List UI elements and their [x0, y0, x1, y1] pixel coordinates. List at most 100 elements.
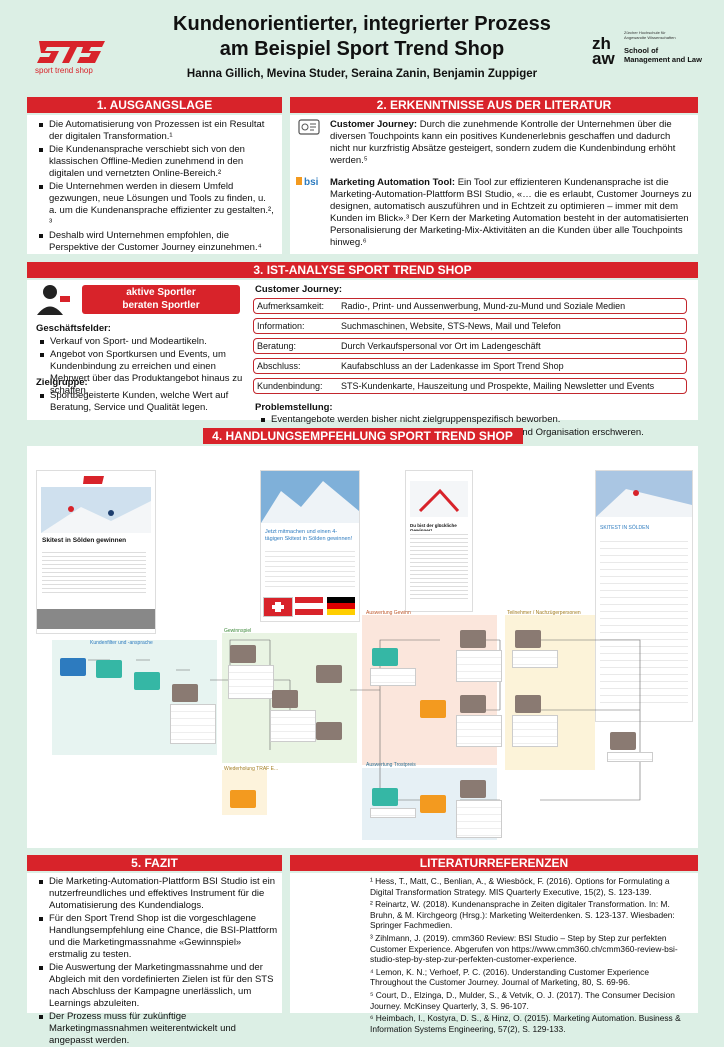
flow-node-email	[515, 630, 541, 648]
persona-icon	[37, 285, 70, 315]
zhaw-tagline: Zürcher Hochschule für Angewandte Wissen…	[624, 30, 676, 40]
problemstellung-label: Problemstellung:	[255, 402, 333, 413]
zielgruppe-label: Zielgruppe:	[36, 377, 88, 388]
section6-title: LITERATURREFERENZEN	[290, 855, 698, 871]
section1-item: Deshalb wird Unternehmen empfohlen, die …	[39, 230, 276, 254]
geschaeftsfelder-list: Verkauf von Sport- und Modeartikeln. Ang…	[36, 336, 250, 398]
flow-node-start	[60, 658, 86, 676]
mockup-landingpage-caption: Jetzt mitmachen und einen 4-tägigen Skit…	[265, 529, 353, 542]
mockup-registration-title: SKITEST IN SÖLDEN	[600, 525, 650, 531]
references-list: ¹ Hess, T., Matt, C., Benlian, A., & Wie…	[290, 873, 698, 1034]
journey-row-kundenbindung: Kundenbindung:STS-Kundenkarte, Hauszeitu…	[253, 378, 687, 394]
ski-photo	[41, 487, 151, 533]
section5-box: Die Marketing-Automation-Plattform BSI S…	[27, 873, 282, 1046]
flow-node-email	[460, 695, 486, 713]
section1-item: Die Kundenansprache verschiebt sich von …	[39, 144, 276, 180]
journey-row-abschluss: Abschluss:Kaufabschluss an der Ladenkass…	[253, 358, 687, 374]
fazit-item: Die Auswertung der Marketingmassnahme un…	[39, 962, 278, 1010]
skier-photo	[410, 481, 468, 517]
reference-item: ¹ Hess, T., Matt, C., Benlian, A., & Wie…	[370, 876, 670, 897]
flow-node-email	[515, 695, 541, 713]
ski-action-photo	[596, 471, 692, 517]
section5-title: 5. FAZIT	[27, 855, 282, 871]
flow-node-action	[230, 790, 256, 808]
zielgruppe-item: Sportbegeisterte Kunden, welche Wert auf…	[40, 390, 250, 414]
problemstellung-item: Eventangebote werden bisher nicht zielgr…	[261, 414, 701, 426]
bsi-logo: bsi	[296, 177, 326, 189]
zone-label: Auswertung Trostpreis	[366, 762, 416, 768]
flow-node-list	[270, 710, 316, 742]
flow-node-filter	[134, 672, 160, 690]
flow-node-end	[610, 732, 636, 750]
reference-item: ³ Zihlmann, J. (2019). cmm360 Review: BS…	[370, 932, 678, 965]
mockup-email-winner: Du bist der glückliche Gewinner!	[405, 470, 473, 612]
geschaeftsfelder-label: Geschäftsfelder:	[36, 323, 111, 334]
flow-node-list	[228, 665, 274, 699]
flow-node-list	[456, 800, 502, 838]
reference-item: ⁵ Court, D., Elzinga, D., Mulder, S., & …	[370, 989, 675, 1011]
reference-item: ⁴ Lemon, K. N.; Verhoef, P. C. (2016). U…	[370, 966, 650, 988]
mockup-email-1-title: Skitest in Sölden gewinnen	[42, 537, 127, 544]
fazit-item: Für den Sport Trend Shop ist die vorgesc…	[39, 913, 278, 960]
journey-row-aufmerksamkeit: Aufmerksamkeit:Radio-, Print- und Aussen…	[253, 298, 687, 314]
zone-label: Kundenfilter und -ansprache	[90, 640, 153, 646]
journey-row-information: Information:Suchmaschinen, Website, STS-…	[253, 318, 687, 334]
flow-node-condition	[372, 648, 398, 666]
section1-item: Die Unternehmen werden in diesem Umfeld …	[39, 181, 276, 229]
flag-switzerland[interactable]	[263, 597, 293, 617]
flow-node-email	[460, 780, 486, 798]
flow-node-action	[420, 700, 446, 718]
flag-germany[interactable]	[327, 597, 355, 615]
flow-node-action	[420, 795, 446, 813]
sts-logo	[37, 41, 105, 63]
flow-node-list	[456, 650, 502, 682]
fazit-list: Die Marketing-Automation-Plattform BSI S…	[27, 873, 282, 1047]
flow-node-list	[370, 808, 416, 818]
sts-mini-logo	[83, 476, 104, 484]
flow-connectors	[88, 639, 641, 801]
flow-node-list	[370, 668, 416, 686]
zone-label: Teilnehmer / Nachzügerpersonen	[507, 610, 581, 616]
section4-title: 4. HANDLUNGSEMPFEHLUNG SPORT TREND SHOP	[202, 428, 523, 444]
flow-node-wait	[316, 665, 342, 683]
flow-node-list	[512, 650, 558, 668]
zone-label: Wiederholung TRAF E...	[224, 766, 279, 772]
section1-title: 1. AUSGANGSLAGE	[27, 97, 282, 113]
flow-node-list	[456, 715, 502, 747]
reference-item: ² Reinartz, W. (2018). Kundenansprache i…	[370, 899, 675, 931]
flow-node-email	[272, 690, 298, 708]
geschaeftsfelder-item: Verkauf von Sport- und Modeartikeln.	[40, 336, 250, 348]
flow-node-email	[230, 645, 256, 663]
authors: Hanna Gillich, Mevina Studer, Seraina Za…	[186, 68, 538, 80]
zone-label: Gewinnspiel	[224, 628, 252, 634]
section4-header: 4. HANDLUNGSEMPFEHLUNG SPORT TREND SHOP	[27, 428, 698, 444]
zielgruppe-list: Sportbegeisterte Kunden, welche Wert auf…	[36, 390, 250, 415]
flag-austria[interactable]	[295, 597, 323, 615]
flow-node-list	[512, 715, 558, 747]
section1-box: Die Automatisierung von Prozessen ist ei…	[27, 115, 282, 254]
section1-item: Die Automatisierung von Prozessen ist ei…	[39, 119, 276, 143]
flow-node-email	[172, 684, 198, 702]
marketing-automation-paragraph: Marketing Automation Tool: Ein Tool zur …	[330, 177, 692, 248]
flow-node-list	[607, 752, 653, 762]
customer-journey-icon	[298, 119, 320, 135]
poster-title: Kundenorientierter, integrierter Prozess…	[173, 13, 551, 60]
flow-node-email	[460, 630, 486, 648]
journey-row-beratung: Beratung:Durch Verkaufspersonal vor Ort …	[253, 338, 687, 354]
section2-title: 2. ERKENNTNISSE AUS DER LITERATUR	[290, 97, 698, 113]
geschaeftsfelder-item: Angebot von Sportkursen und Events, um K…	[40, 349, 250, 397]
section3-title: 3. IST-ANALYSE SPORT TREND SHOP	[27, 262, 698, 278]
customer-journey-label: Customer Journey:	[255, 284, 343, 295]
flow-node-list	[170, 704, 216, 744]
zhaw-wordmark: zh aw	[592, 34, 615, 68]
sts-logo-text: sport trend shop	[35, 66, 93, 75]
zhaw-logo: zh aw Zürcher Hochschule für Angewandte …	[592, 26, 702, 82]
mockup-email-winner-title: Du bist der glückliche Gewinner!	[410, 523, 457, 533]
section1-list: Die Automatisierung von Prozessen ist ei…	[27, 115, 282, 254]
zhaw-school-name: School of Management and Law	[624, 46, 702, 64]
flow-node-filter	[96, 660, 122, 678]
flow-node-wait	[316, 722, 342, 740]
section6-box: ¹ Hess, T., Matt, C., Benlian, A., & Wie…	[290, 873, 698, 1034]
customer-journey-paragraph: Customer Journey: Durch die zunehmende K…	[330, 119, 676, 166]
mockup-registration-form: SKITEST IN SÖLDEN	[595, 470, 693, 722]
